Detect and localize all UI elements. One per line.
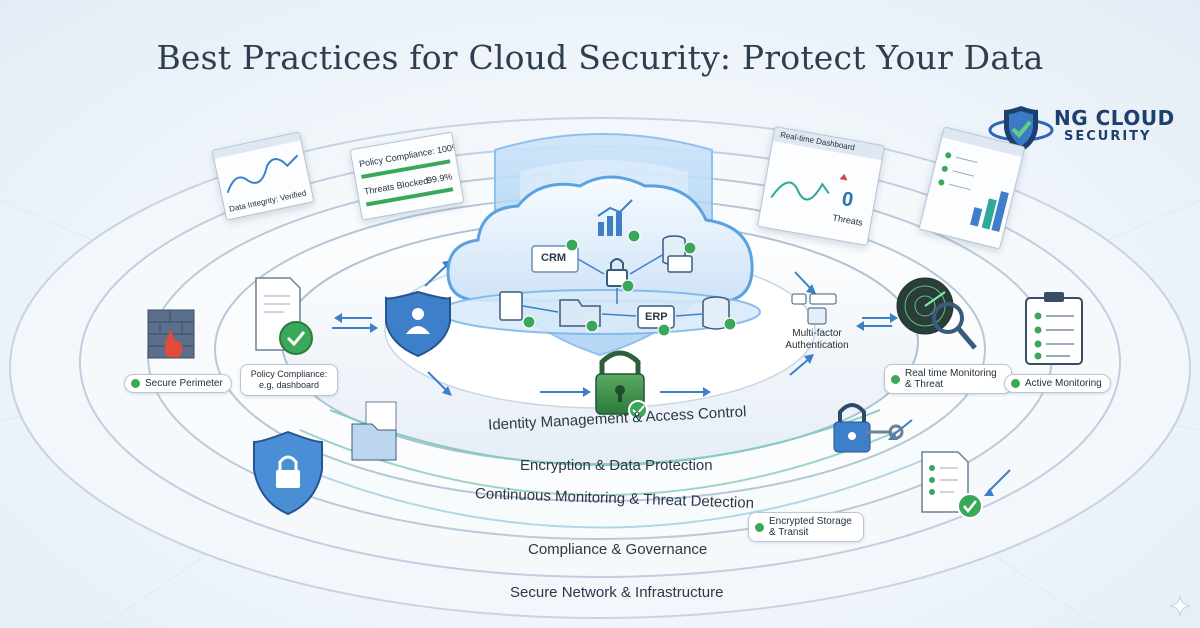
dashboard-chart-icon (770, 173, 848, 201)
bar-chart-icon (938, 127, 1025, 232)
mfa-icons (791, 293, 837, 325)
ring-label-compliance: Compliance & Governance (528, 541, 708, 558)
logo-subtitle: SECURITY (1064, 129, 1152, 144)
status-dot-icon (131, 379, 140, 388)
status-dot-icon (755, 522, 764, 532)
badge-policy-compliance: Policy Compliance: e.g, dashboard (240, 364, 338, 396)
realtime-dashboard-panel: Real-time Dashboard 0 Threats (756, 126, 886, 246)
ring-label-network: Secure Network & Infrastructure (510, 584, 724, 601)
badge-encrypted-storage: Encrypted Storage & Transit (748, 512, 864, 542)
badge-active-monitoring-text: Active Monitoring (1025, 378, 1102, 389)
bottom-shield (253, 430, 323, 516)
sparkle-icon (1170, 596, 1190, 616)
crm-label: CRM (541, 252, 567, 264)
ring-label-encryption: Encryption & Data Protection (520, 457, 713, 474)
logo-shield-icon (988, 106, 1054, 152)
erp-label: ERP (645, 311, 668, 323)
data-integrity-panel: Data Integrity: Verified (211, 131, 315, 221)
badge-realtime-monitoring-text: Real time Monitoring & Threat (905, 368, 997, 390)
identity-shield (385, 290, 451, 358)
mfa-label: Multi-factor Authentication (785, 328, 849, 351)
flow-arcs (269, 409, 936, 529)
compliance-chart-panel (918, 126, 1026, 250)
cloud-app-icons (499, 199, 737, 337)
logo-name: NG CLOUD (1054, 106, 1175, 130)
page-title: Best Practices for Cloud Security: Prote… (156, 38, 1044, 77)
radar-monitor (896, 277, 977, 350)
firewall-wall (147, 309, 195, 359)
clipboard (1025, 292, 1083, 365)
threats-blocked-value: 99.9% (426, 171, 454, 186)
badge-policy-compliance-text: Policy Compliance: e.g, dashboard (250, 369, 328, 390)
line-chart-icon (212, 132, 301, 194)
file-stack (351, 401, 397, 461)
badge-encrypted-storage-text: Encrypted Storage & Transit (769, 516, 852, 538)
brand-logo: NG CLOUD SECURITY (988, 100, 1174, 160)
badge-active-monitoring: Active Monitoring (1004, 374, 1111, 393)
policy-document (255, 277, 313, 355)
padlock-key (833, 403, 904, 453)
badge-secure-perimeter: Secure Perimeter (124, 374, 232, 393)
badge-realtime-monitoring: Real time Monitoring & Threat (884, 364, 1012, 394)
flow-arrows (332, 263, 1011, 493)
status-dot-icon (1011, 379, 1020, 388)
checklist-document (921, 451, 983, 519)
status-dot-icon (891, 374, 900, 384)
central-padlock (595, 350, 648, 420)
policy-compliance-text: Policy Compliance: 100% (358, 141, 461, 170)
badge-secure-perimeter-text: Secure Perimeter (145, 378, 223, 389)
